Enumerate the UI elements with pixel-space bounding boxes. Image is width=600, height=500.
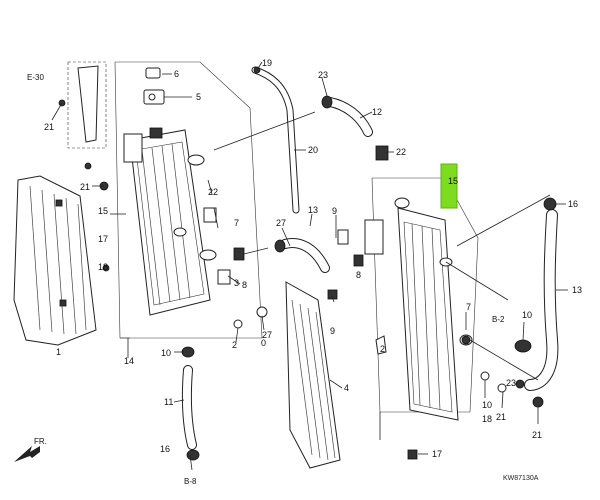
ref-b2: B-2 [492,315,505,324]
callout: 6 [174,69,179,79]
callout: 8 [356,270,361,280]
callout: 15 [98,206,108,216]
upper-hose-19 [251,66,300,214]
callout: 7 [466,302,471,312]
right-assembly-frame [371,177,479,413]
callout: 2 [232,340,237,350]
ref-fr: FR. [34,437,47,446]
callout: 17 [98,234,108,244]
callout: 9 [332,206,337,216]
callout: 13 [572,285,582,295]
callout: 11 [164,397,173,407]
leader-lines [51,61,568,471]
highlighted-part[interactable] [440,163,458,209]
callout: 19 [262,58,272,68]
callout: 13 [308,205,318,215]
callout: 3 [234,278,239,288]
front-arrow-icon: FR. [14,437,47,462]
callout: 23 [506,378,516,388]
right-radiator [364,197,473,421]
callout: 9 [330,326,335,336]
callout: 8 [242,280,247,290]
callout: 2 [380,344,385,354]
callout: 14 [124,356,134,366]
center-shroud [285,281,341,469]
hose-13 [524,197,559,391]
callout: 21 [496,412,506,422]
callout: 7 [234,218,239,228]
callout: 22 [396,147,406,157]
ref-b8: B-8 [184,477,197,486]
callout: 10 [161,348,171,358]
callout: 23 [318,70,328,80]
callout: 5 [196,92,201,102]
hose-12 [321,95,373,137]
hose-9 [274,238,330,273]
left-shroud [13,175,97,346]
callout: 17 [432,449,442,459]
callout: 22 [208,187,218,197]
callout: 27 [276,218,286,228]
callout: 16 [160,444,170,454]
callout: 18 [98,262,108,272]
callout: 10 [482,400,492,410]
reference-codes: E-30 B-2 B-8 FR. KW87130A [14,73,539,486]
fittings [84,67,544,460]
callout: 0 [261,338,266,348]
hose-11 [181,346,200,461]
callout: 15 [448,176,458,186]
callout: 10 [522,310,532,320]
diagram-code: KW87130A [503,475,539,482]
callout: 1 [56,347,61,357]
callout: 20 [308,145,318,155]
callout: 18 [482,414,492,424]
left-radiator [123,127,217,316]
callout-numbers: 1 2 2 3 4 5 6 7 7 8 8 9 9 10 10 10 11 12… [44,58,582,459]
callout: 21 [532,430,542,440]
ref-e30: E-30 [27,73,44,82]
callout: 27 [262,330,272,340]
callout: 12 [372,107,382,117]
callout: 21 [44,122,54,132]
callout: 16 [568,199,578,209]
callout: 21 [80,182,90,192]
upper-bracket [58,61,107,149]
callout: 4 [344,383,349,393]
